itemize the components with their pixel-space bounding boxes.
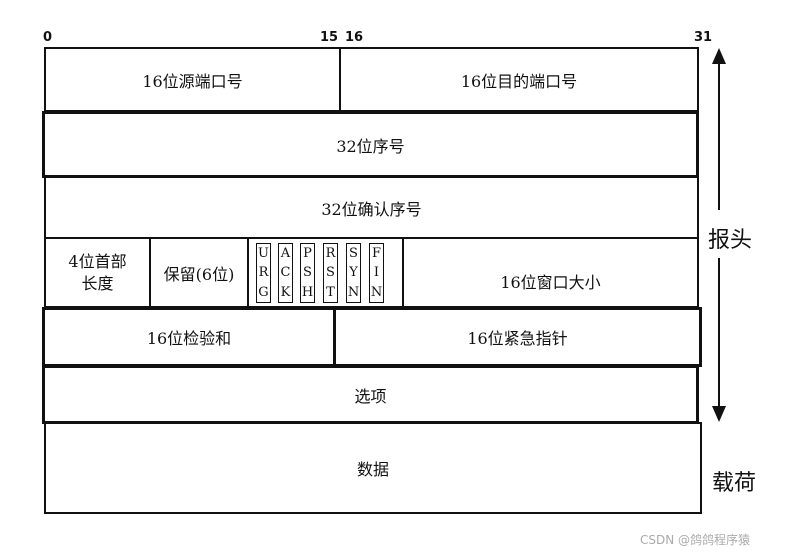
- bit-label-0: 0: [43, 30, 53, 45]
- flag-letter: S: [303, 265, 312, 281]
- reserved-label: 保留(6位): [163, 264, 235, 284]
- destination-port-field: 16位目的端口号: [339, 47, 699, 112]
- data-field: 数据: [44, 422, 702, 514]
- flag-letter: A: [280, 246, 291, 262]
- flag-letter: G: [258, 284, 269, 300]
- header-span-line-bottom: [718, 258, 720, 410]
- reserved-field: 保留(6位): [149, 237, 249, 308]
- flag-rst: R S T: [323, 243, 338, 303]
- urgent-pointer-field: 16位紧急指针: [333, 307, 702, 367]
- header-length-label-line2: 长度: [81, 273, 114, 293]
- header-length-field: 4位首部 长度: [44, 237, 151, 308]
- checksum-field: 16位检验和: [42, 307, 336, 367]
- watermark-text: CSDN @鸽鸽程序猿: [640, 533, 751, 547]
- source-port-label: 16位源端口号: [142, 71, 243, 91]
- flag-letter: N: [370, 284, 383, 300]
- flag-letter: Y: [349, 265, 358, 281]
- flag-syn: S Y N: [346, 243, 361, 303]
- flag-letter: U: [258, 246, 269, 262]
- flag-letter: P: [303, 246, 312, 262]
- urgent-pointer-label: 16位紧急指针: [467, 329, 568, 348]
- flag-psh: P S H: [300, 243, 315, 303]
- header-length-label-line1: 4位首部: [68, 251, 127, 271]
- flag-letter: K: [280, 284, 291, 300]
- flag-letter: T: [326, 284, 335, 300]
- acknowledgment-number-field: 32位确认序号: [44, 176, 699, 239]
- source-port-field: 16位源端口号: [44, 47, 341, 112]
- data-label: 数据: [356, 460, 389, 479]
- flag-letter: R: [258, 265, 269, 281]
- sequence-number-field: 32位序号: [42, 111, 699, 178]
- sequence-number-label: 32位序号: [336, 136, 405, 156]
- flag-letter: S: [326, 265, 335, 281]
- flag-letter: R: [325, 246, 336, 262]
- flag-letter: H: [301, 284, 314, 300]
- bit-label-16: 16: [345, 30, 364, 45]
- window-size-field: 16位窗口大小: [402, 237, 699, 308]
- checksum-label: 16位检验和: [146, 329, 232, 348]
- arrow-up-icon: [712, 48, 726, 64]
- flag-letter: I: [373, 265, 380, 281]
- flag-urg: U R G: [256, 243, 271, 303]
- options-field: 选项: [42, 365, 699, 424]
- destination-port-label: 16位目的端口号: [460, 71, 578, 91]
- arrow-down-icon: [712, 406, 726, 422]
- bit-label-31: 31: [694, 30, 713, 45]
- flag-letter: S: [349, 246, 358, 262]
- bit-label-15: 15: [320, 30, 339, 45]
- flag-letter: F: [371, 246, 382, 262]
- flag-ack: A C K: [278, 243, 293, 303]
- options-label: 选项: [354, 386, 387, 406]
- window-size-label: 16位窗口大小: [500, 272, 601, 292]
- payload-side-label: 载荷: [712, 471, 757, 496]
- flag-letter: N: [347, 284, 360, 300]
- header-side-label: 报头: [708, 228, 753, 253]
- flag-letter: C: [280, 265, 291, 281]
- flag-fin: F I N: [369, 243, 384, 303]
- header-span-line-top: [718, 60, 720, 210]
- acknowledgment-number-label: 32位确认序号: [321, 199, 422, 219]
